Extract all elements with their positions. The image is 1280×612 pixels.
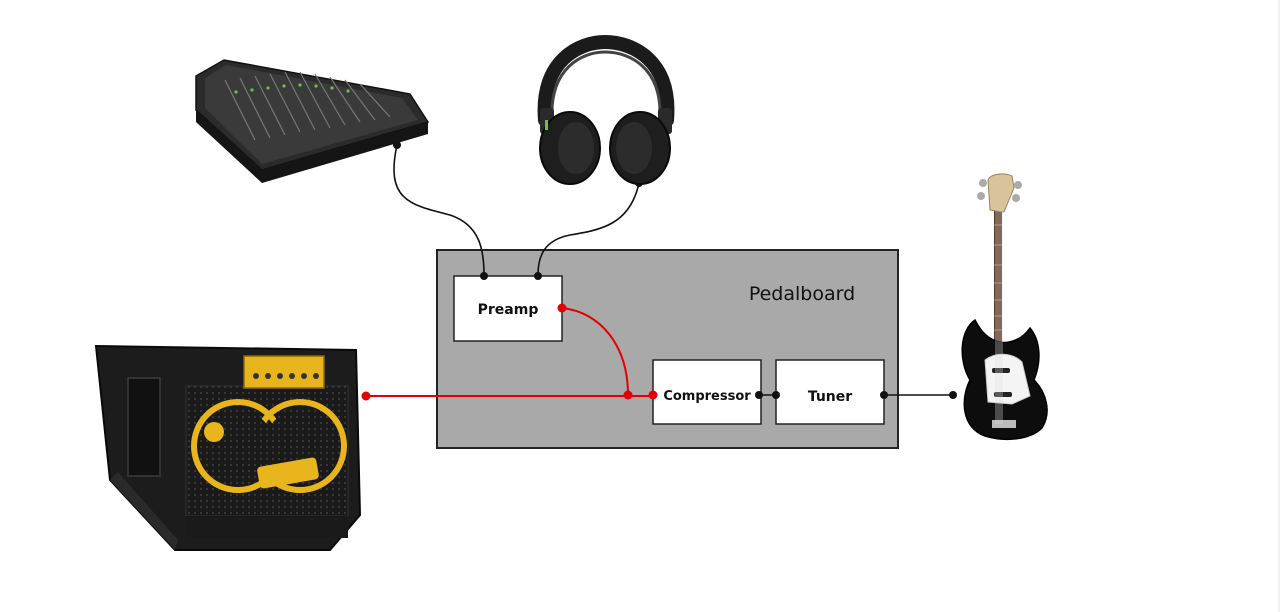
preamp-in-dot-2: [534, 272, 542, 280]
pedalboard-label: Pedalboard: [749, 283, 855, 305]
bass-jack-dot: [949, 391, 957, 399]
mixer-cable: [393, 144, 485, 276]
bass-amp-cabinet-icon: [94, 344, 362, 551]
compressor-in-dot: [648, 390, 658, 400]
tuner-block[interactable]: Tuner: [775, 359, 885, 425]
mixer-icon: [195, 59, 430, 183]
preamp-block[interactable]: Preamp: [453, 275, 563, 342]
preamp-out-dot: [557, 303, 567, 313]
compressor-block[interactable]: Compressor: [652, 359, 762, 425]
junction-dot: [623, 390, 633, 400]
preamp-return-cable: [561, 307, 629, 396]
preamp-in-dot-1: [480, 272, 488, 280]
page-edge-line: [1278, 0, 1280, 612]
compressor-out-dot: [755, 391, 763, 399]
bass-guitar-icon: [961, 173, 1048, 441]
preamp-label: Preamp: [478, 302, 539, 318]
tuner-out-dot: [880, 391, 888, 399]
amp-jack-dot: [361, 391, 371, 401]
tuner-label: Tuner: [808, 389, 852, 405]
compressor-label: Compressor: [663, 389, 751, 404]
headphones-icon: [537, 34, 675, 185]
tuner-in-dot: [772, 391, 780, 399]
headphones-cable: [537, 182, 640, 276]
